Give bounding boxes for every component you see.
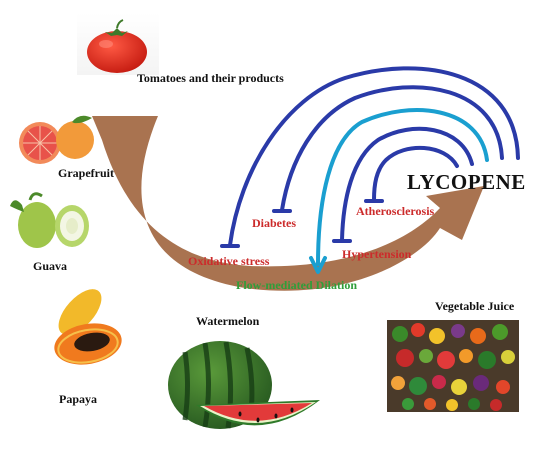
label-atherosclerosis: Atherosclerosis: [356, 204, 435, 218]
label-guava: Guava: [33, 259, 68, 273]
label-grapefruit: Grapefruit: [58, 166, 114, 180]
label-hypertension: Hypertension: [342, 247, 412, 261]
arrowhead-flow-mediated: [309, 256, 327, 274]
papaya-image: [54, 289, 122, 365]
arc-hypertension: [340, 126, 474, 242]
label-lycopene: LYCOPENE: [407, 170, 526, 194]
label-watermelon: Watermelon: [196, 314, 260, 328]
arc-atherosclerosis: [372, 146, 459, 202]
arc-oxidative-stress: [228, 66, 520, 247]
label-tomatoes: Tomatoes and their products: [137, 71, 284, 85]
label-flow-mediated: Flow-mediated Dilation: [236, 278, 357, 292]
label-oxidative-stress: Oxidative stress: [188, 254, 270, 268]
source-arrow: [92, 116, 484, 291]
watermelon-image: [168, 341, 320, 429]
label-papaya: Papaya: [59, 392, 98, 406]
vegetable-juice-image: [387, 320, 519, 412]
arc-diabetes: [280, 85, 504, 212]
grapefruit-image: [19, 115, 94, 164]
arc-flow-mediated: [316, 108, 489, 266]
label-diabetes: Diabetes: [252, 216, 296, 230]
guava-image: [10, 192, 89, 248]
tomato-image: [77, 13, 159, 75]
label-vegetable-juice: Vegetable Juice: [435, 299, 515, 313]
